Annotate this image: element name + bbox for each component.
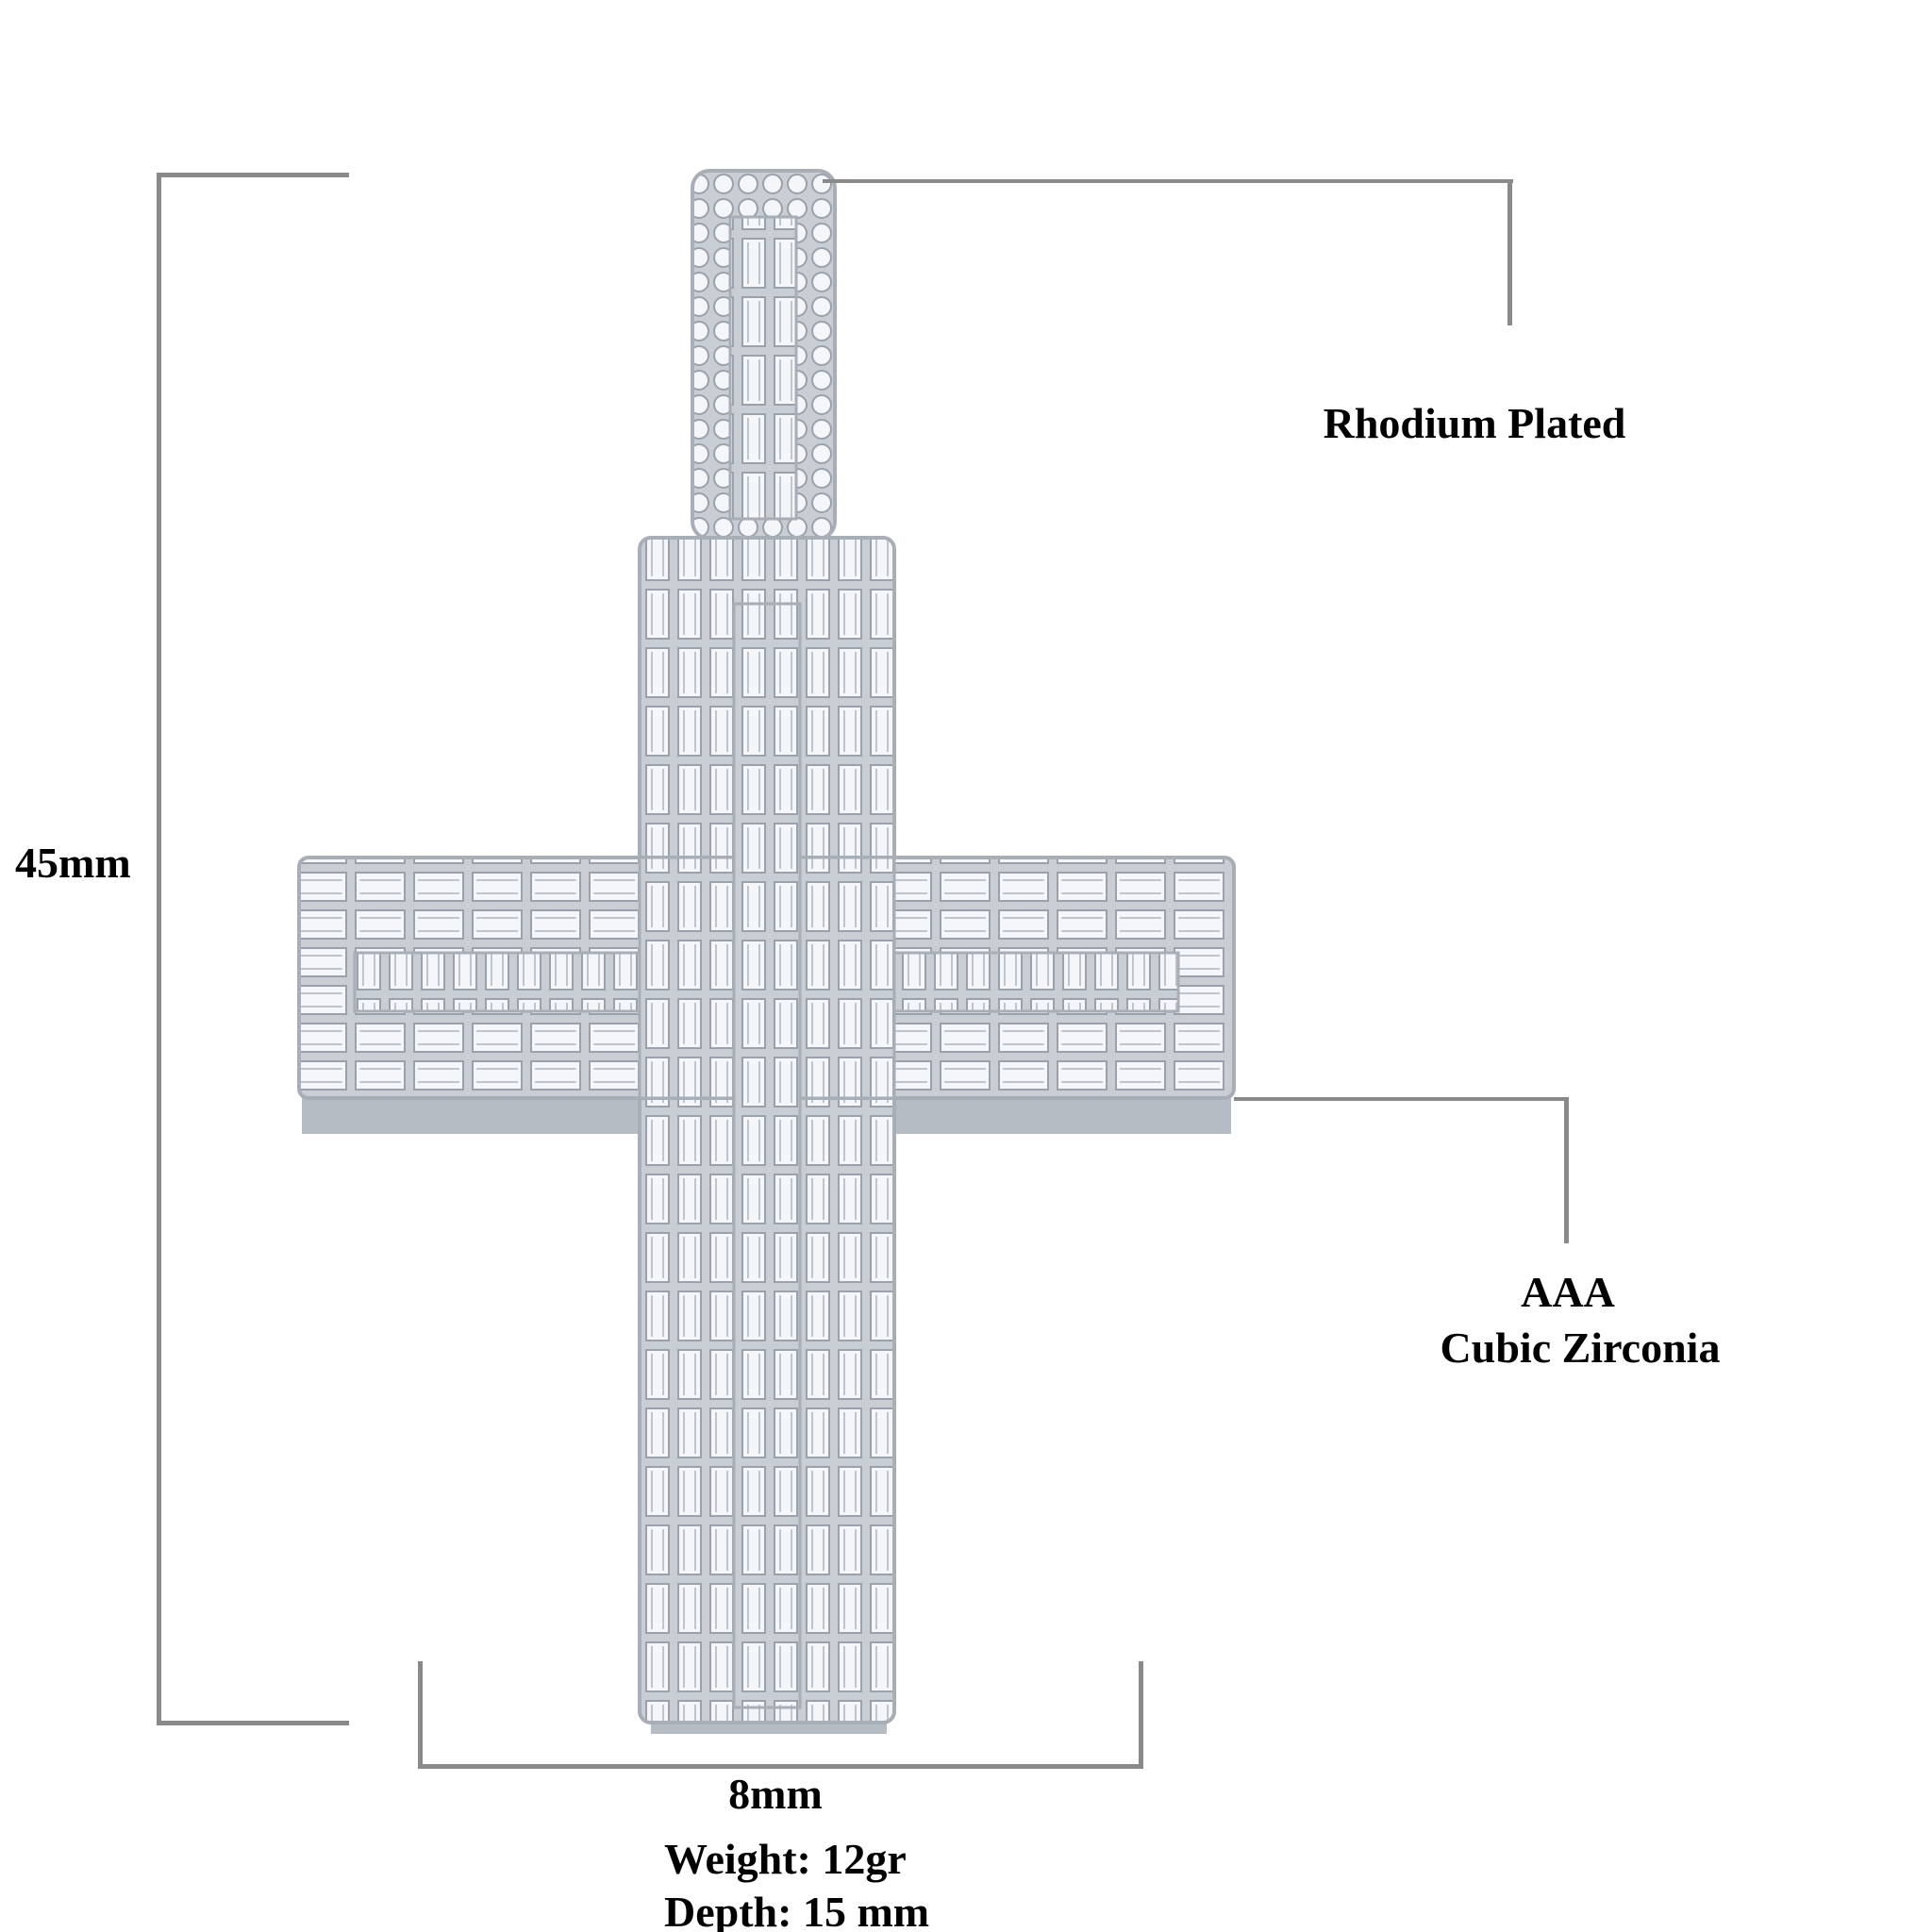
height-label: 45mm [15, 839, 131, 887]
bail [691, 169, 837, 541]
width-label: 8mm [728, 1770, 823, 1818]
weight-label: Weight: 12gr [664, 1835, 907, 1883]
stone-type-label: Cubic Zirconia [1440, 1324, 1721, 1372]
stone-grade-label: AAA [1521, 1268, 1615, 1316]
plating-label: Rhodium Plated [1323, 399, 1626, 447]
cross-body [297, 536, 1236, 1734]
depth-label: Depth: 15 mm [664, 1888, 930, 1932]
